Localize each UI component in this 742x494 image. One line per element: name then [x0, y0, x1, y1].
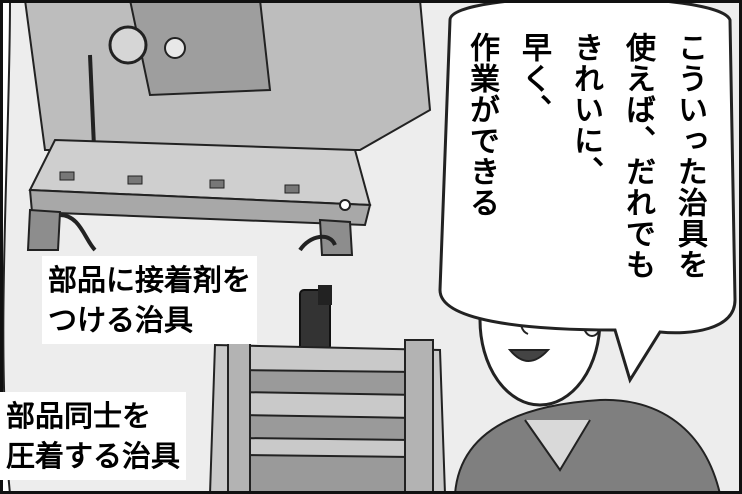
caption-glue-jig: 部品に接着剤を つける治具	[42, 256, 258, 344]
bubble-line: 使えば、だれでも	[620, 32, 655, 280]
caption-line: 部品に接着剤を	[48, 263, 252, 297]
speech-bubble-text: こういった治具を 使えば、だれでも きれいに、 早く、 作業ができる	[455, 32, 715, 332]
caption-line: 圧着する治具	[6, 439, 181, 473]
glue-machine-drawing	[23, 0, 432, 256]
caption-line: つける治具	[48, 303, 194, 337]
bubble-line: 作業ができる	[464, 32, 499, 218]
bubble-line: 早く、	[516, 32, 551, 125]
caption-press-jig: 部品同士を 圧着する治具	[0, 392, 187, 480]
speech-bubble-shape	[438, 0, 737, 384]
press-jig-drawing	[208, 285, 447, 494]
caption-line: 部品同士を	[6, 399, 152, 433]
bubble-line: きれいに、	[568, 32, 603, 187]
bubble-line: こういった治具を	[672, 32, 707, 280]
